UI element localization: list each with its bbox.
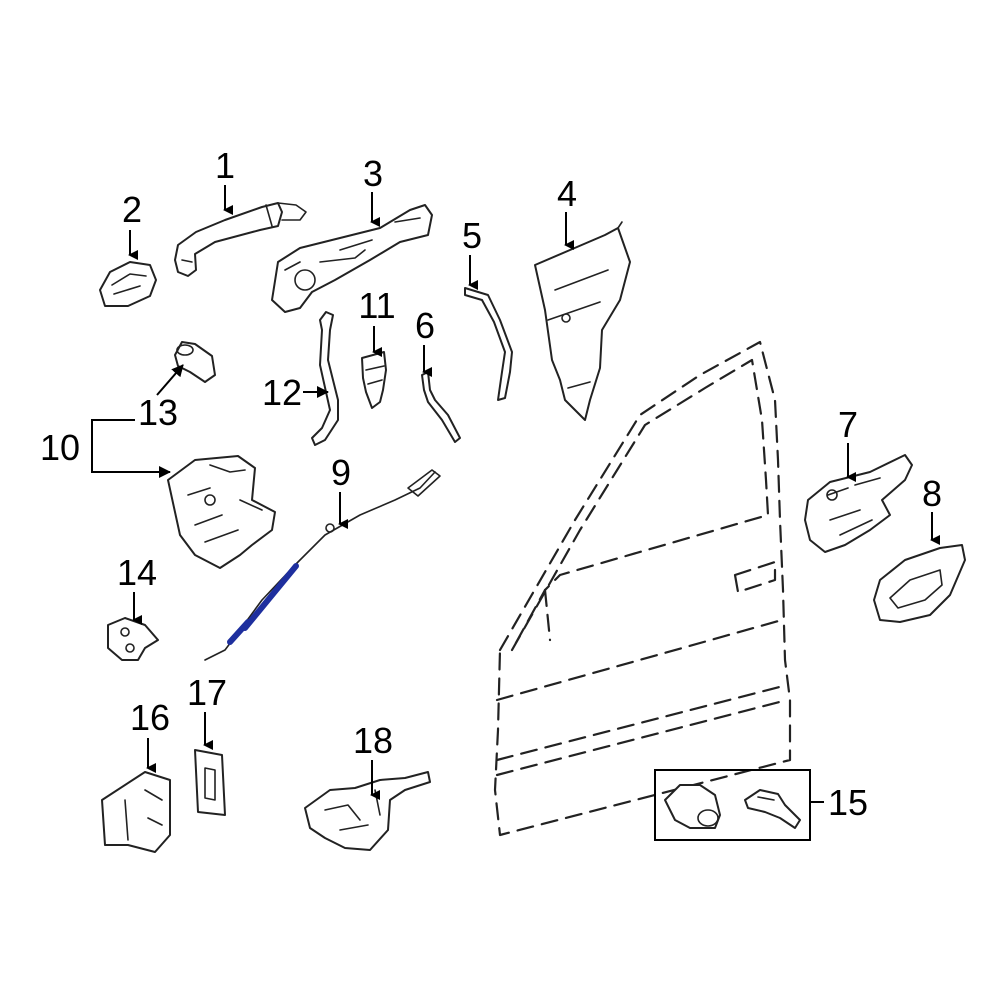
callout-2: 2 bbox=[122, 189, 142, 230]
leader-10-upper bbox=[91, 419, 135, 447]
callout-5: 5 bbox=[462, 215, 482, 256]
part-2-handle-cap[interactable] bbox=[99, 261, 157, 307]
part-1-outside-handle[interactable] bbox=[174, 202, 307, 277]
callout-11: 11 bbox=[358, 285, 395, 326]
part-7-inside-handle[interactable] bbox=[804, 454, 913, 553]
callout-13: 13 bbox=[138, 392, 178, 433]
callout-3: 3 bbox=[363, 153, 383, 194]
callout-15: 15 bbox=[828, 782, 868, 823]
leader-13 bbox=[156, 364, 184, 396]
part-15-lock-cylinder-key-set[interactable] bbox=[654, 769, 811, 841]
callout-14: 14 bbox=[117, 552, 157, 593]
callout-12: 12 bbox=[262, 372, 302, 413]
part-16-door-hinge[interactable] bbox=[101, 771, 171, 853]
callout-1: 1 bbox=[215, 145, 235, 186]
part-5-lock-rod[interactable] bbox=[464, 287, 513, 401]
part-13-grommet[interactable] bbox=[174, 341, 216, 383]
leader-lines bbox=[91, 185, 940, 803]
leader-10-lower bbox=[91, 447, 171, 478]
callout-7: 7 bbox=[838, 404, 858, 445]
key bbox=[744, 789, 801, 829]
callout-numbers: 1 2 3 4 5 6 7 8 9 10 11 12 13 14 15 16 1… bbox=[40, 145, 942, 823]
callout-9: 9 bbox=[331, 452, 351, 493]
callout-8: 8 bbox=[922, 473, 942, 514]
part-9-release-cable[interactable] bbox=[204, 469, 441, 661]
cable-highlight-segment bbox=[242, 563, 299, 631]
part-11-rod-clip[interactable] bbox=[361, 351, 387, 409]
part-12-control-rod[interactable] bbox=[311, 311, 339, 446]
door-outline bbox=[493, 340, 792, 837]
callout-17: 17 bbox=[187, 672, 227, 713]
part-6-latch-rod[interactable] bbox=[421, 371, 461, 443]
lock-cylinder bbox=[664, 784, 721, 829]
callout-18: 18 bbox=[353, 720, 393, 761]
part-4-water-shield[interactable] bbox=[534, 221, 631, 421]
callout-10: 10 bbox=[40, 427, 80, 468]
part-18-door-latch[interactable] bbox=[304, 771, 431, 851]
part-8-handle-bezel[interactable] bbox=[873, 544, 966, 623]
part-14-striker-plate[interactable] bbox=[107, 617, 159, 661]
key-set-box bbox=[654, 769, 811, 841]
part-17-hinge-shim[interactable] bbox=[194, 749, 226, 816]
part-10-lock-actuator[interactable] bbox=[167, 455, 276, 569]
cable-highlight-ends bbox=[227, 619, 251, 645]
callout-4: 4 bbox=[557, 173, 577, 214]
callout-16: 16 bbox=[130, 697, 170, 738]
callout-6: 6 bbox=[415, 305, 435, 346]
part-3-handle-bracket[interactable] bbox=[271, 204, 433, 313]
